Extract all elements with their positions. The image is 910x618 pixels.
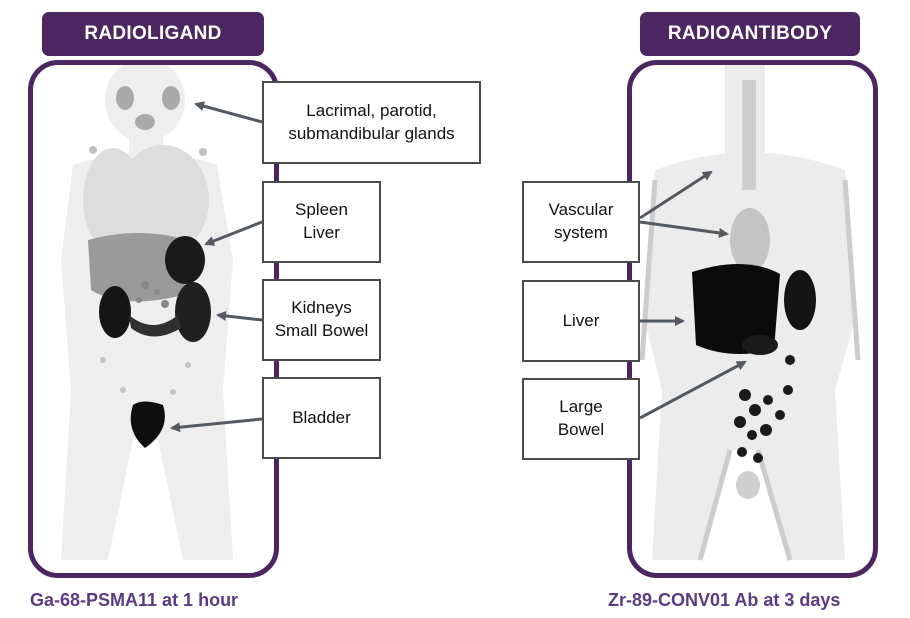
left-panel-title: RADIOLIGAND [42,12,264,56]
label-bladder: Bladder [262,377,381,459]
label-large-bowel-text: Large Bowel [557,397,605,439]
label-glands: Lacrimal, parotid, submandibular glands [262,81,481,164]
label-vascular-system-text: Vascular system [548,200,614,242]
right-panel-frame [627,60,878,578]
left-panel-frame [28,60,279,578]
right-panel-title: RADIOANTIBODY [640,12,860,56]
label-glands-text: Lacrimal, parotid, submandibular glands [288,100,455,143]
radioantibody-pet-scan-image [639,60,861,561]
label-vascular-system: Vascular system [522,181,640,263]
label-kidneys-small-bowel-text: Kidneys Small Bowel [274,298,369,340]
radioligand-pet-scan-image [61,60,233,560]
label-spleen-liver-text: Spleen Liver [295,200,348,242]
right-panel-caption: Zr-89-CONV01 Ab at 3 days [608,590,841,610]
label-large-bowel: Large Bowel [522,378,640,460]
label-kidneys-small-bowel: Kidneys Small Bowel [262,279,381,361]
left-panel-caption: Ga-68-PSMA11 at 1 hour [30,590,239,610]
label-liver: Liver [522,280,640,362]
label-spleen-liver: Spleen Liver [262,181,381,263]
label-bladder-text: Bladder [292,407,351,427]
label-liver-text: Liver [562,310,600,330]
